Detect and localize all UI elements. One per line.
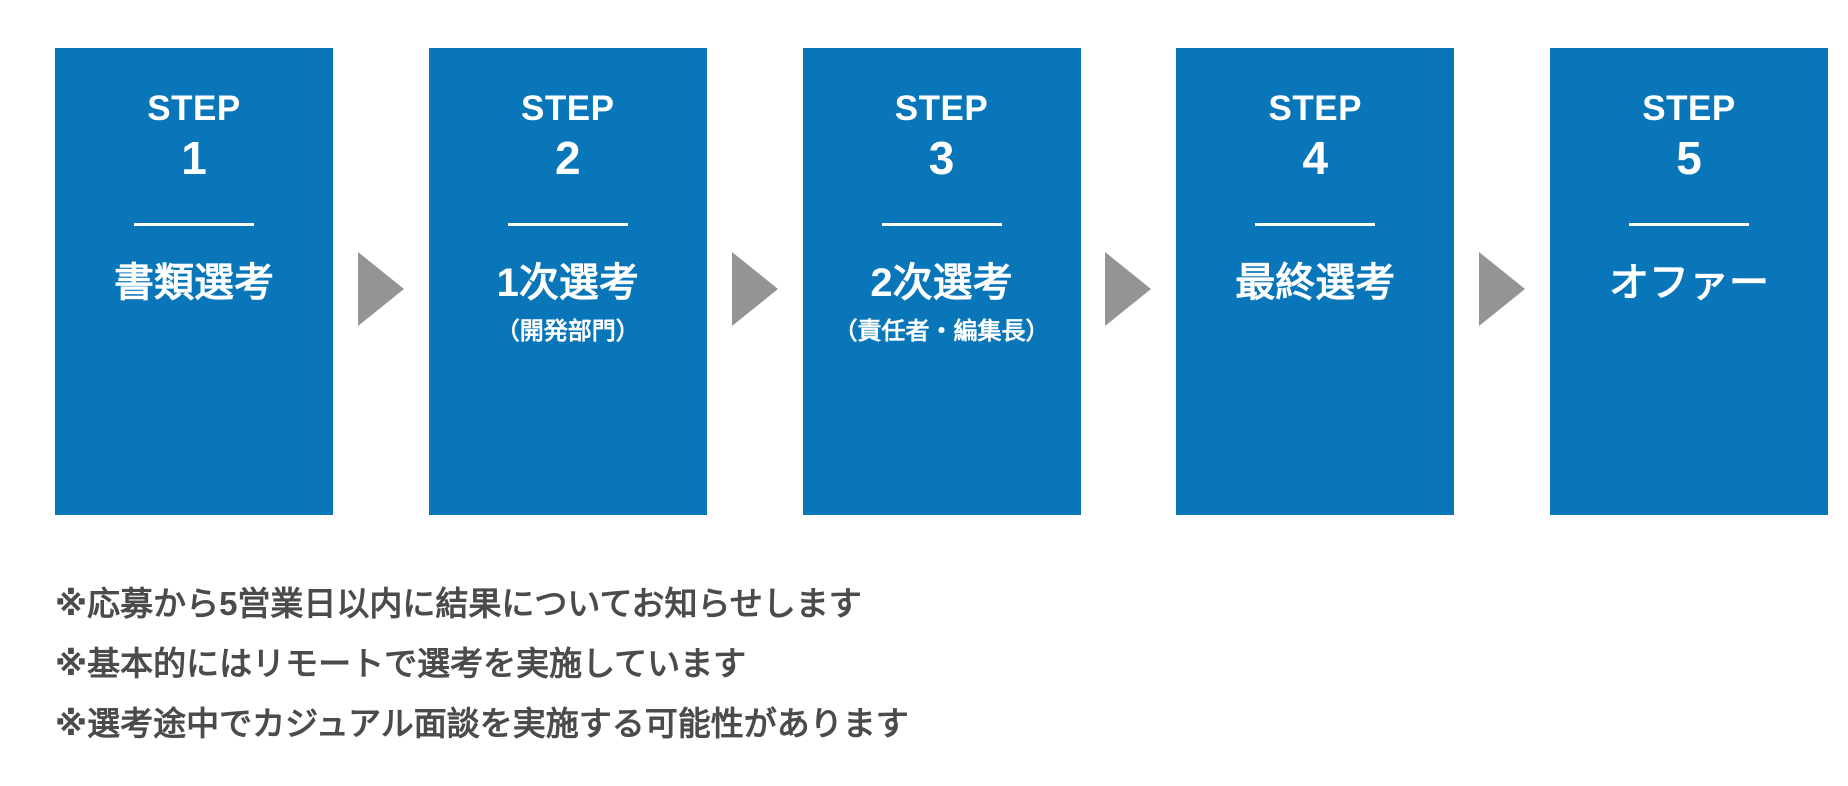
step-number: 5 [1676,132,1702,185]
arrow-right-icon [1105,252,1152,326]
arrow-slot-1 [333,48,429,515]
step-label: STEP [1268,89,1362,128]
step-divider [1255,222,1376,226]
step-card-5: STEP 5 オファー [1550,48,1828,515]
step-divider [881,222,1002,226]
step-card-3: STEP 3 2次選考 （責任者・編集長） [802,48,1081,515]
step-title: 最終選考 [1235,260,1396,305]
step-subtitle: （責任者・編集長） [833,317,1050,345]
arrow-right-icon [357,252,404,326]
step-number: 1 [181,132,207,185]
footnote-item: ※応募から5営業日以内に結果についてお知らせします [55,585,862,622]
step-divider [507,222,628,226]
step-title: 書類選考 [114,260,274,305]
step-title: 2次選考 [870,260,1013,305]
step-card-4: STEP 4 最終選考 [1176,48,1455,515]
arrow-slot-4 [1454,48,1550,515]
selection-step-flow: STEP 1 書類選考 STEP 2 1次選考 （開発部門） STEP 3 2次… [55,48,1828,515]
arrow-right-icon [731,252,778,326]
step-number: 3 [928,132,955,185]
step-divider [1629,222,1749,226]
step-divider [134,222,254,226]
arrow-slot-2 [707,48,803,515]
step-label: STEP [147,89,241,128]
footnote-list: ※応募から5営業日以内に結果についてお知らせします ※基本的にはリモートで選考を… [55,574,1755,754]
step-number: 4 [1302,132,1329,185]
step-card-1: STEP 1 書類選考 [55,48,333,515]
arrow-right-icon [1479,252,1526,326]
step-label: STEP [894,89,989,128]
step-title: 1次選考 [496,260,639,305]
arrow-slot-3 [1081,48,1177,515]
step-title: オファー [1609,260,1769,305]
footnote-item: ※基本的にはリモートで選考を実施しています [55,645,747,683]
step-label: STEP [1642,89,1736,128]
step-number: 2 [554,132,581,185]
step-label: STEP [521,89,615,128]
footnote-item: ※選考途中でカジュアル面談を実施する可能性があります [55,705,909,743]
step-subtitle: （開発部門） [495,317,640,345]
step-card-2: STEP 2 1次選考 （開発部門） [428,48,707,515]
